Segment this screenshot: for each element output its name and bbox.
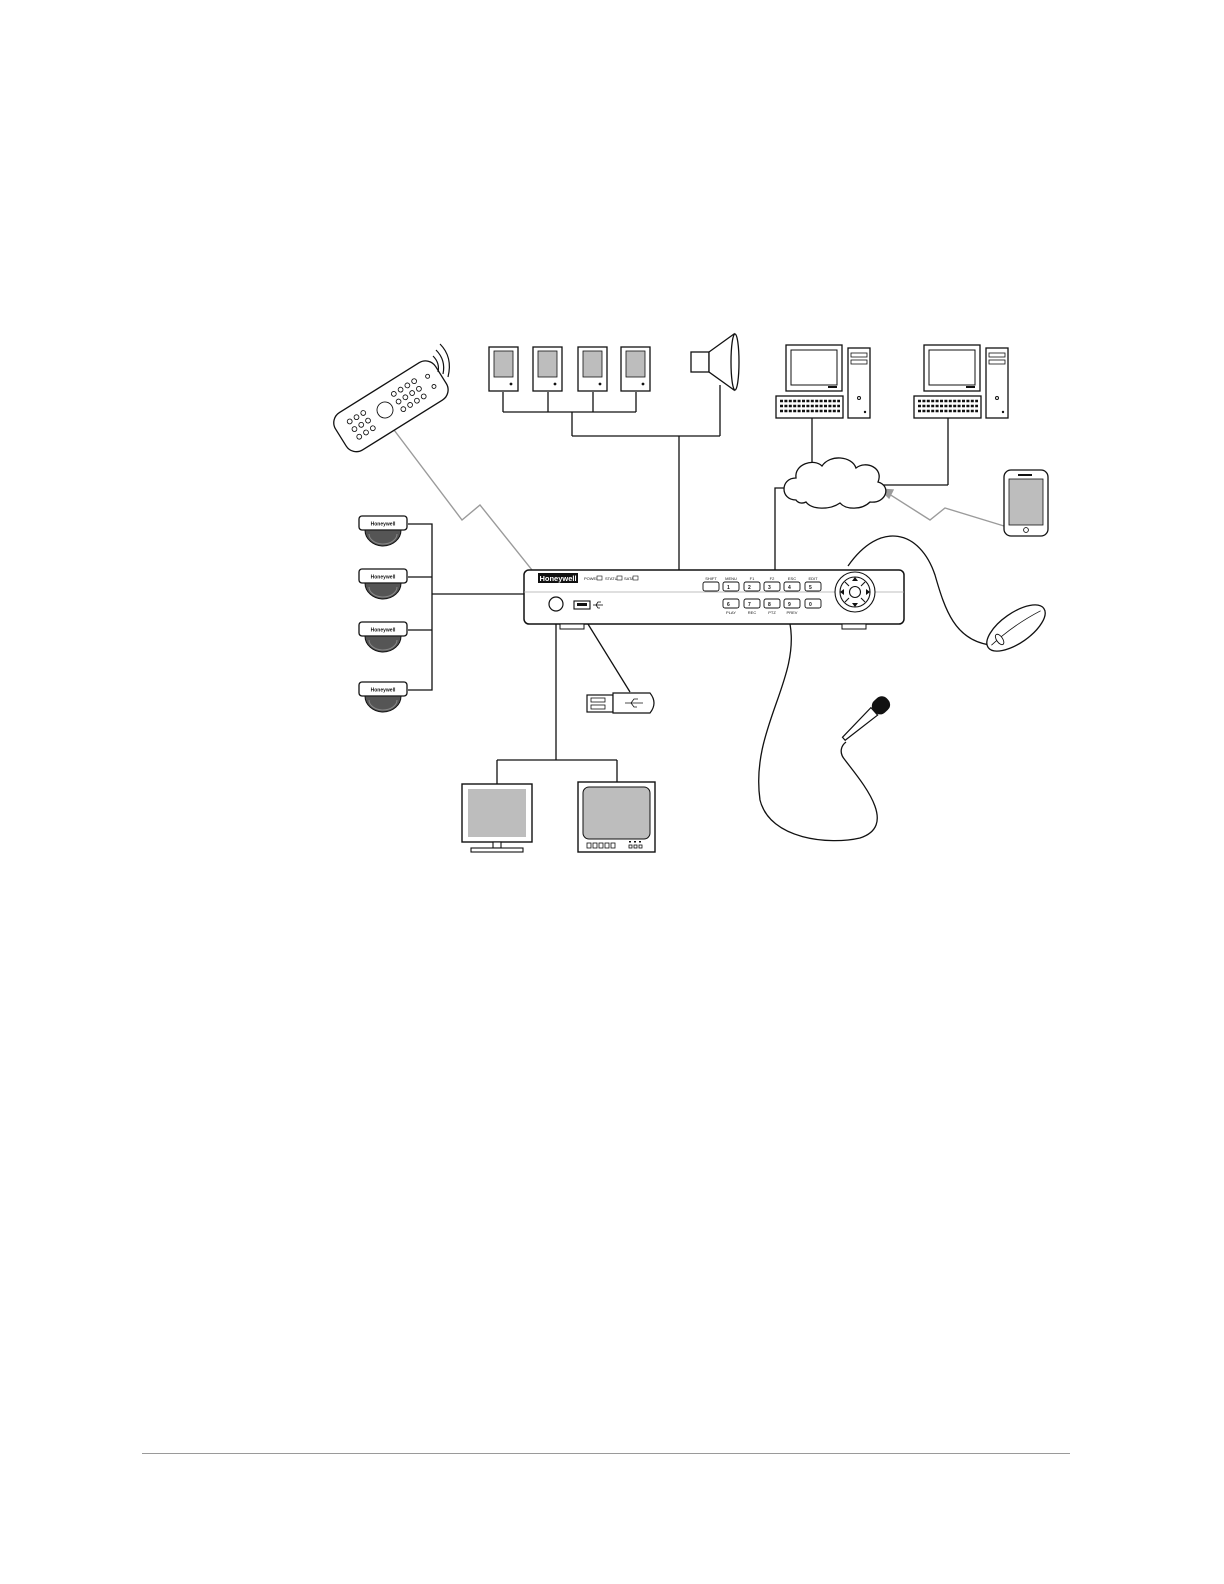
key-label: MENU xyxy=(725,576,737,581)
key-number: 0 xyxy=(809,602,812,608)
navigation-pad xyxy=(835,572,875,612)
dvr-unit: Honeywell POWER STATUS SATA SHIFT MENU 1 xyxy=(524,570,904,629)
key-number: 5 xyxy=(809,585,812,591)
key-label: PLAY xyxy=(726,610,736,615)
dome-camera: Honeywell xyxy=(359,622,407,652)
smartphone xyxy=(1004,470,1048,536)
crt-monitor xyxy=(578,782,655,852)
key-label: ESC xyxy=(788,576,796,581)
footer-divider xyxy=(142,1453,1070,1454)
alarm-sensor xyxy=(533,347,562,391)
key-label: F2 xyxy=(770,576,775,581)
camera-brand-label: Honeywell xyxy=(371,575,396,581)
key-number: 7 xyxy=(748,602,751,608)
wireless-links xyxy=(388,422,1004,594)
usb-flash-drive xyxy=(587,693,654,713)
lcd-monitor xyxy=(462,784,532,852)
network-cloud xyxy=(784,458,886,508)
dome-camera: Honeywell xyxy=(359,516,407,546)
key-number: 3 xyxy=(768,585,771,591)
alarm-sensor xyxy=(621,347,650,391)
siren-speaker xyxy=(691,334,739,390)
key-label: PREV xyxy=(787,610,798,615)
key-number: 2 xyxy=(748,585,751,591)
indicator-label: SATA xyxy=(624,576,634,581)
key-number: 1 xyxy=(727,585,730,591)
remote-control xyxy=(329,344,452,456)
key-number: 8 xyxy=(768,602,771,608)
dvr-brand-label: Honeywell xyxy=(539,574,576,583)
key-number: 6 xyxy=(727,602,730,608)
key-label: EDIT xyxy=(808,576,818,581)
key-label: F1 xyxy=(750,576,755,581)
dome-cameras: Honeywell Honeywell Honeywell Honeywell xyxy=(359,516,407,712)
camera-brand-label: Honeywell xyxy=(371,628,396,634)
camera-brand-label: Honeywell xyxy=(371,688,396,694)
alarm-sensors xyxy=(489,347,650,391)
ir-receiver xyxy=(549,597,563,611)
key-label: REC xyxy=(748,610,757,615)
dome-camera: Honeywell xyxy=(359,569,407,599)
dome-camera: Honeywell xyxy=(359,682,407,712)
key-number: 4 xyxy=(788,585,791,591)
key-number: 9 xyxy=(788,602,791,608)
computer-2 xyxy=(914,345,1008,418)
status-indicators: POWER STATUS SATA xyxy=(584,576,638,581)
camera-brand-label: Honeywell xyxy=(371,522,396,528)
key-label: PTZ xyxy=(768,610,776,615)
alarm-sensor xyxy=(578,347,607,391)
key-label: SHIFT xyxy=(705,576,717,581)
mouse xyxy=(980,596,1053,660)
computer-1 xyxy=(776,345,870,418)
alarm-sensor xyxy=(489,347,518,391)
microphone xyxy=(838,693,893,744)
